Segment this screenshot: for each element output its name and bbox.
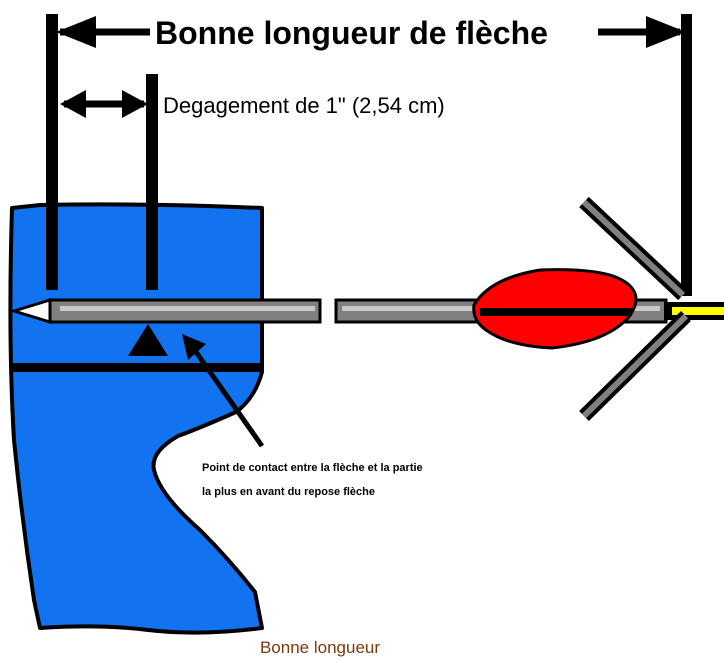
rest-reference-line <box>146 74 158 290</box>
caption: Bonne longueur <box>259 638 381 657</box>
title-label: Bonne longueur de flèche <box>155 15 548 51</box>
bow-string <box>579 196 691 421</box>
clearance-dimension <box>60 90 148 118</box>
contact-pointer <box>182 334 265 448</box>
arrow-front-section <box>8 297 322 325</box>
arrow-length-dimension <box>56 16 686 48</box>
contact-note-line1: Point de contact entre la flèche et la p… <box>202 462 423 474</box>
nock <box>664 302 724 320</box>
left-reference-line <box>46 14 58 290</box>
riser-divider-line <box>12 363 262 372</box>
clearance-label: Degagement de 1" (2,54 cm) <box>163 93 445 118</box>
contact-note-line2: la plus en avant du repose flèche <box>202 486 375 498</box>
fletching-base <box>480 308 632 316</box>
nock-reference-line <box>681 14 692 296</box>
arrow-rest-triangle <box>128 324 168 356</box>
